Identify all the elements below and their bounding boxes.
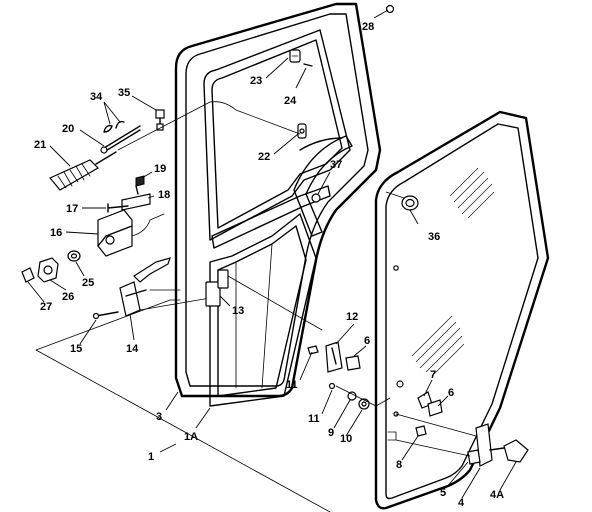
callout-27: 27 (40, 301, 52, 313)
pin-8 (415, 425, 427, 437)
hinge-13 (205, 269, 229, 307)
callout-6b: 6 (448, 387, 454, 399)
clip-6b (427, 399, 443, 417)
bellows-21 (49, 151, 117, 191)
callout-34: 34 (90, 91, 103, 103)
screw-24 (303, 63, 313, 67)
callout-15: 15 (70, 343, 82, 355)
callout-28: 28 (362, 21, 374, 33)
washer-9 (347, 391, 357, 401)
handle-4 (467, 423, 493, 467)
callout-16: 16 (50, 227, 62, 239)
callout-4a: 4A (490, 489, 504, 501)
screw-19 (135, 175, 145, 187)
knob-27 (21, 267, 35, 283)
callout-8: 8 (396, 459, 402, 471)
callout-6a: 6 (364, 335, 370, 347)
clip-6a (345, 355, 361, 371)
grommet-37 (311, 193, 321, 203)
door-frame (174, 2, 382, 407)
callout-25: 25 (82, 277, 94, 289)
latch-22 (297, 123, 307, 139)
callout-21: 21 (34, 139, 46, 151)
key-4a (489, 439, 529, 463)
retainer-23 (289, 49, 301, 63)
plate-18 (121, 193, 151, 211)
callout-18: 18 (158, 189, 170, 201)
callout-17: 17 (66, 203, 78, 215)
glass-door-panel (374, 110, 550, 510)
callout-5: 5 (440, 487, 446, 499)
bumper-36 (401, 195, 419, 211)
screw-11a (307, 345, 319, 355)
callout-12: 12 (346, 311, 358, 323)
handle-14 (119, 257, 171, 317)
assembly-outline (35, 299, 331, 512)
callout-19: 19 (154, 163, 166, 175)
callout-11a: 11 (286, 379, 298, 391)
callout-9: 9 (328, 427, 334, 439)
screw-11b (328, 382, 336, 390)
cap-26 (37, 257, 59, 283)
callout-7: 7 (430, 369, 436, 381)
callout-23: 23 (250, 75, 262, 87)
callout-3: 3 (156, 411, 162, 423)
callout-4: 4 (458, 497, 465, 509)
latch-12 (325, 341, 343, 373)
callout-37: 37 (330, 159, 342, 171)
callout-20: 20 (62, 123, 74, 135)
callout-14: 14 (126, 343, 139, 355)
callout-13: 13 (232, 305, 244, 317)
rod-20 (100, 125, 141, 154)
callout-22: 22 (258, 151, 270, 163)
nut-25 (67, 250, 81, 262)
callout-1: 1 (148, 451, 154, 463)
callout-35: 35 (118, 87, 130, 99)
bolt-17 (107, 203, 129, 213)
callout-10: 10 (340, 433, 352, 445)
screw-15 (95, 311, 119, 317)
nut-28 (385, 4, 395, 14)
latch-body-16 (97, 209, 133, 257)
spring-clips-34 (103, 120, 125, 133)
callout-11b: 11 (308, 413, 320, 425)
callout-1a: 1A (184, 431, 198, 443)
callout-36: 36 (428, 231, 440, 243)
callout-24: 24 (284, 95, 297, 107)
callout-26: 26 (62, 291, 74, 303)
